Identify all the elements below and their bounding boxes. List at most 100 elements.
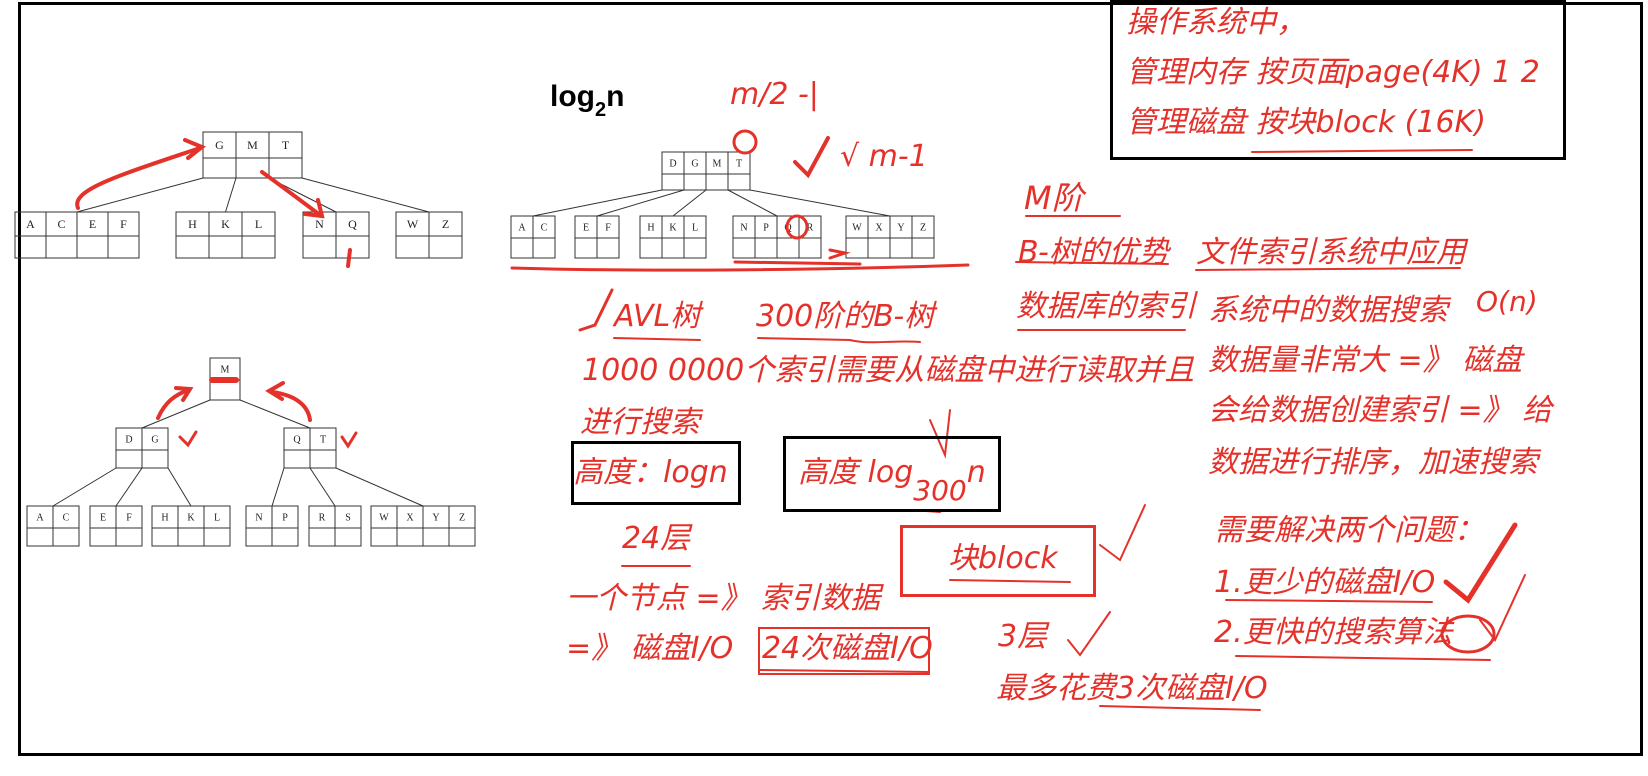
node-key: H (188, 217, 197, 231)
node-key: A (26, 217, 35, 231)
node-key: S (345, 513, 351, 524)
node-key: Q (293, 435, 301, 446)
node-key: L (692, 223, 698, 234)
arrow-c-to-g (75, 146, 202, 210)
big-o-note: O(n) (1476, 285, 1538, 318)
block-box (900, 525, 1096, 597)
node-key: Q (348, 217, 357, 231)
node-key: P (763, 223, 769, 234)
node-key: F (126, 513, 132, 524)
node-key: D (125, 435, 132, 446)
file-index-text: 文件索引系统中应用 (1196, 235, 1466, 270)
tree-edge (309, 467, 336, 507)
node-key: G (691, 159, 698, 170)
node-key: C (57, 217, 65, 231)
log-n-text: n (606, 80, 625, 113)
m-half-note: m/2 -| (730, 77, 819, 112)
avl-tree-label: AVL树 (614, 299, 701, 334)
data-search-text: 系统中的数据搜索 (1208, 293, 1448, 328)
node-key: G (151, 435, 158, 446)
os-line-1: 操作系统中， (1126, 5, 1306, 40)
node-key: A (36, 513, 44, 524)
log-subscript: 2 (595, 99, 607, 121)
node-key: H (161, 513, 168, 524)
most-3-io-text: 最多花费3次磁盘I/O (996, 671, 1268, 706)
problem-1-text: 1.更少的磁盘I/O (1214, 565, 1436, 600)
node-key: K (187, 513, 195, 524)
arrow-head-2 (303, 198, 325, 219)
node-key: N (315, 217, 324, 231)
tree-edge (532, 189, 663, 217)
million-index-text: 1000 0000个索引需要从磁盘中进行读取并且 (582, 353, 1195, 388)
one-node-text: 一个节点 =》 索引数据 (566, 581, 881, 616)
circle-o (785, 214, 809, 240)
btree-advantage-text: B-树的优势 (1018, 235, 1169, 270)
height-log-text: 高度 log (798, 455, 914, 490)
height-logn-text: 高度：logn (573, 455, 728, 490)
tree-edge (52, 467, 117, 507)
outer-frame (18, 2, 1643, 756)
node-key: P (282, 513, 288, 524)
db-index-text: 数据库的索引 (1016, 289, 1196, 324)
m-order-note: M阶 (1024, 179, 1084, 217)
node-key: H (647, 223, 654, 234)
os-line-3: 管理磁盘 按块block (16K) (1126, 105, 1486, 140)
os-box (1110, 0, 1566, 160)
node-key: W (379, 513, 389, 524)
tree-edge (672, 189, 707, 217)
problem-2-text: 2.更快的搜索算法 (1214, 615, 1453, 650)
tree-edge (167, 467, 192, 507)
node-key: E (89, 217, 96, 231)
tree-edge (76, 177, 204, 213)
node-key: L (214, 513, 220, 524)
big-data-text: 数据量非常大 =》 磁盘 (1208, 343, 1523, 378)
node-key: Z (920, 223, 926, 234)
arrow-right-up (270, 390, 312, 422)
log300-subscript: 300 (913, 474, 967, 507)
node-key: M (247, 138, 258, 152)
node-key: T (282, 138, 290, 152)
check-m1 (793, 136, 830, 179)
arrow-m-to-q (260, 170, 322, 217)
node-key: Y (897, 223, 904, 234)
height-log300-text: 高度 log300n (798, 458, 986, 505)
search-text: 进行搜索 (580, 405, 700, 440)
tree2-underline (510, 263, 970, 272)
disk-io-text: =》 磁盘I/O (566, 631, 734, 666)
tree-edge (141, 399, 211, 429)
node-key: K (669, 223, 677, 234)
node-key: F (120, 217, 127, 231)
height-logn-box (571, 441, 741, 505)
log300-n: n (966, 455, 986, 490)
node-key: W (407, 217, 419, 231)
io24-text: 24次磁盘I/O (762, 631, 933, 666)
node-key: W (852, 223, 862, 234)
tree-edge (239, 399, 311, 429)
node-key: X (406, 513, 414, 524)
node-key: T (736, 159, 742, 170)
check-p1 (1443, 522, 1518, 604)
node-key: D (669, 159, 676, 170)
tree-edge (271, 467, 285, 507)
node-key: L (255, 217, 262, 231)
node-key: A (518, 223, 526, 234)
arrow-head-1 (183, 138, 206, 160)
sort-data-text: 数据进行排序，加速搜索 (1208, 445, 1538, 480)
log-text: log (550, 80, 595, 113)
tree-edge (225, 177, 237, 213)
node-key: F (605, 223, 611, 234)
node-key: N (255, 513, 262, 524)
node-key: X (875, 223, 883, 234)
tree-edge (727, 189, 778, 217)
height-log300-box (783, 436, 1001, 512)
layers-24-text: 24层 (622, 521, 691, 556)
log2n-label: log2n (550, 80, 625, 121)
